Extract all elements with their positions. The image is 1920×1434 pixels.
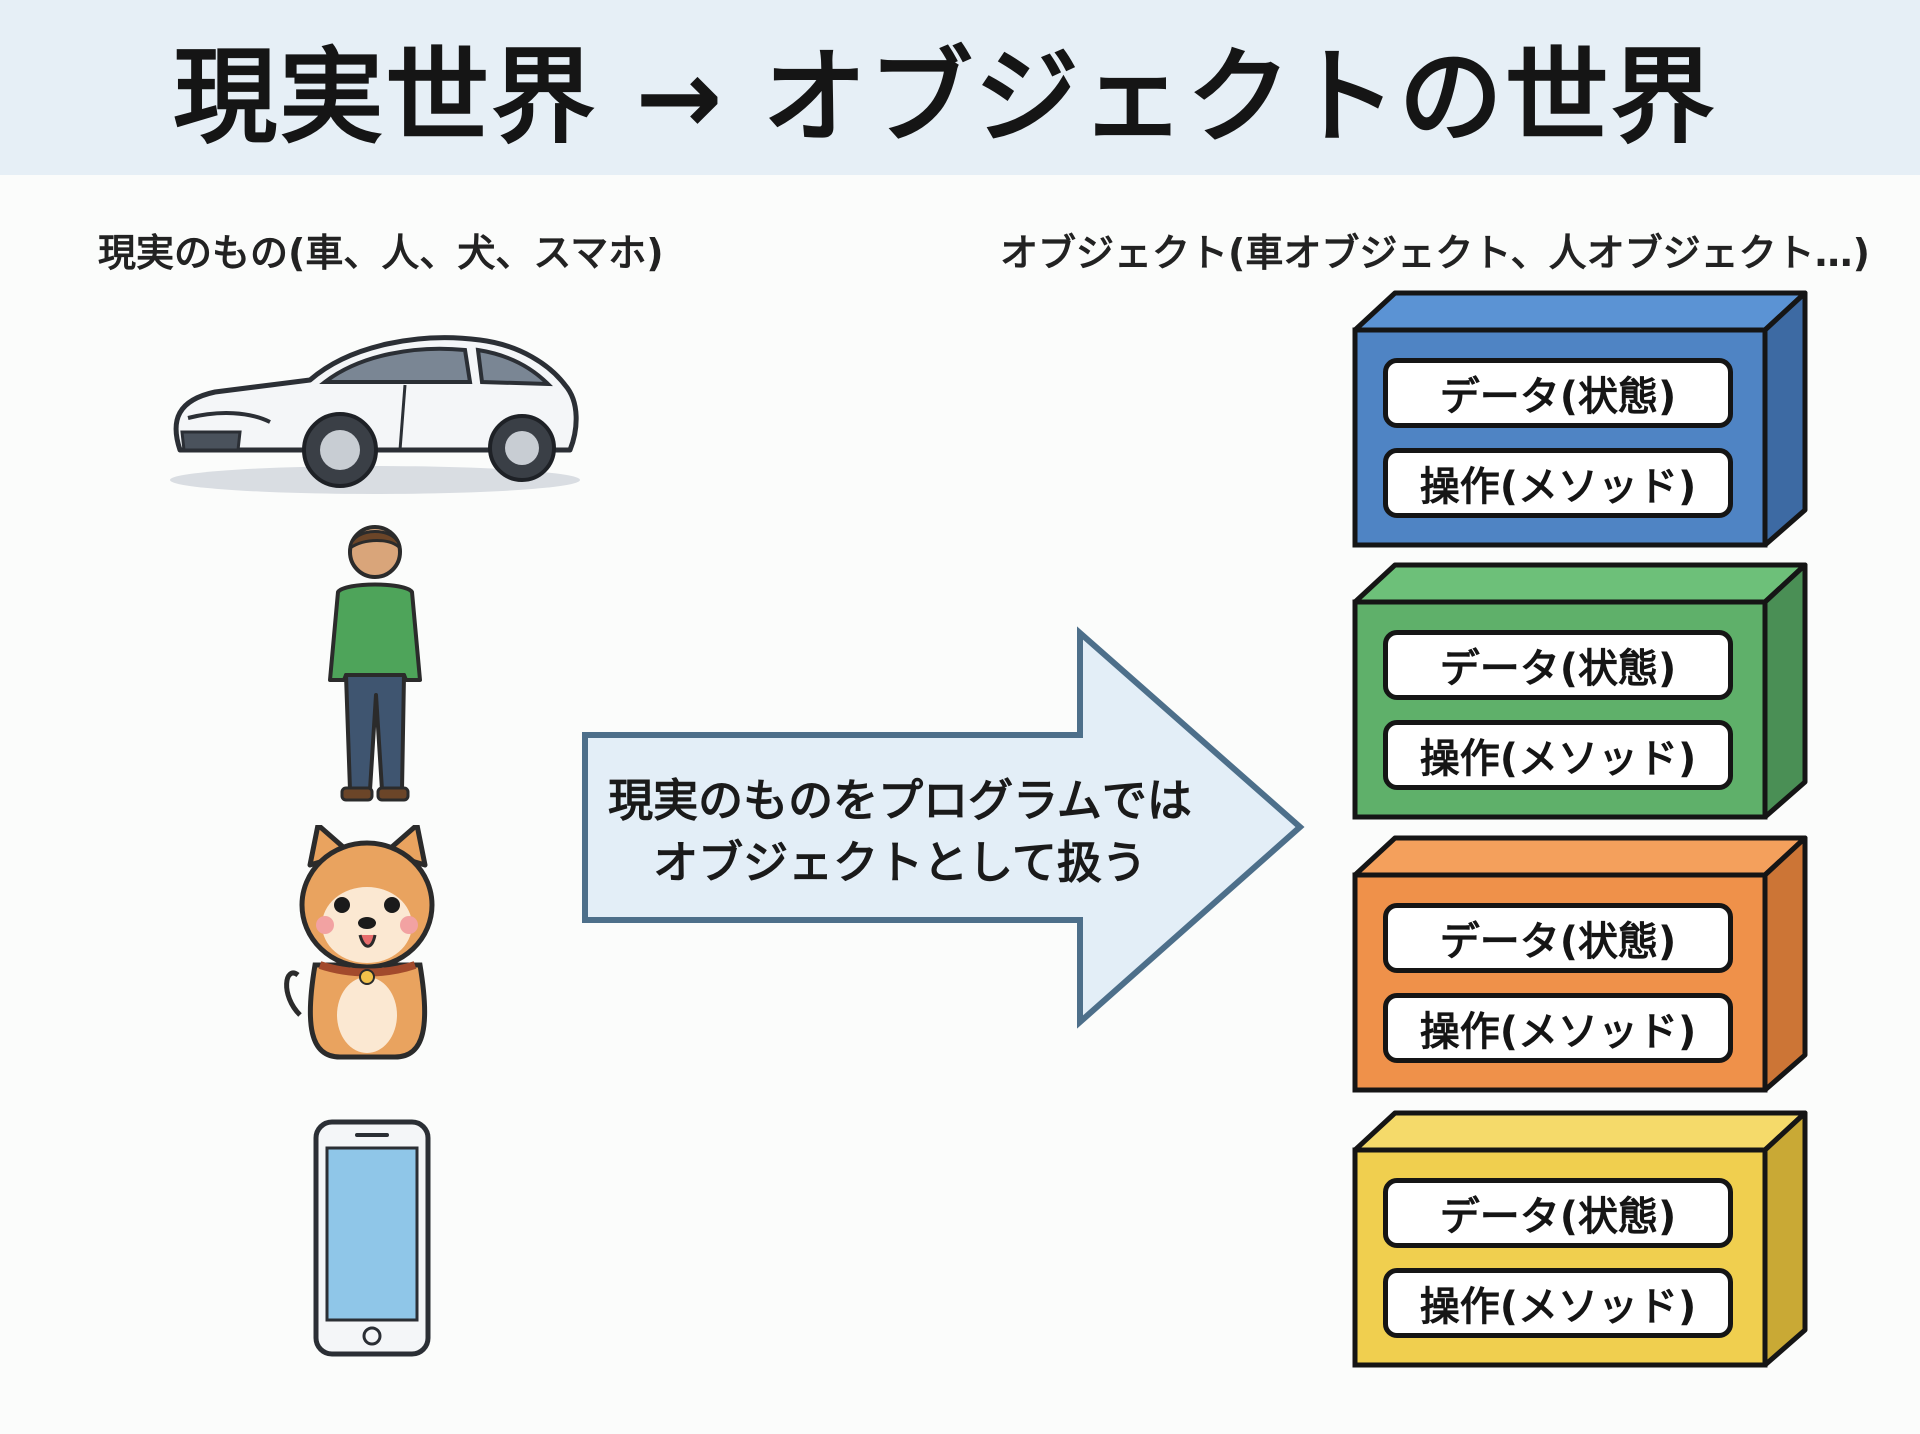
data-state-label: データ(状態) [1383, 358, 1733, 428]
dog-icon [284, 825, 435, 1060]
person-icon [328, 525, 422, 802]
real-world-heading: 現実のもの(車、人、犬、スマホ) [98, 231, 664, 275]
arrow-caption-line-1: 現実のものをプログラムでは [608, 774, 1192, 827]
data-state-label: データ(状態) [1383, 630, 1733, 700]
arrow-caption-line-2: オブジェクトとして扱う [653, 836, 1147, 889]
data-state-label: データ(状態) [1383, 903, 1733, 973]
object-box: データ(状態) 操作(メソッド) [1350, 1110, 1810, 1380]
method-label: 操作(メソッド) [1383, 1268, 1733, 1338]
page-title: 現実世界 → オブジェクトの世界 [173, 36, 1717, 158]
object-box: データ(状態) 操作(メソッド) [1350, 562, 1810, 832]
method-label: 操作(メソッド) [1383, 720, 1733, 790]
transform-arrow [582, 626, 1305, 1029]
title-banner: 現実世界 → オブジェクトの世界 [0, 0, 1920, 175]
car-icon [170, 335, 580, 494]
object-box: データ(状態) 操作(メソッド) [1350, 835, 1810, 1105]
object-world-heading: オブジェクト(車オブジェクト、人オブジェクト…) [1000, 231, 1870, 275]
smartphone-icon [313, 1119, 431, 1357]
method-label: 操作(メソッド) [1383, 993, 1733, 1063]
object-box: データ(状態) 操作(メソッド) [1350, 290, 1810, 560]
method-label: 操作(メソッド) [1383, 448, 1733, 518]
arrow-caption: 現実のものをプログラムでは オブジェクトとして扱う [590, 770, 1210, 894]
data-state-label: データ(状態) [1383, 1178, 1733, 1248]
